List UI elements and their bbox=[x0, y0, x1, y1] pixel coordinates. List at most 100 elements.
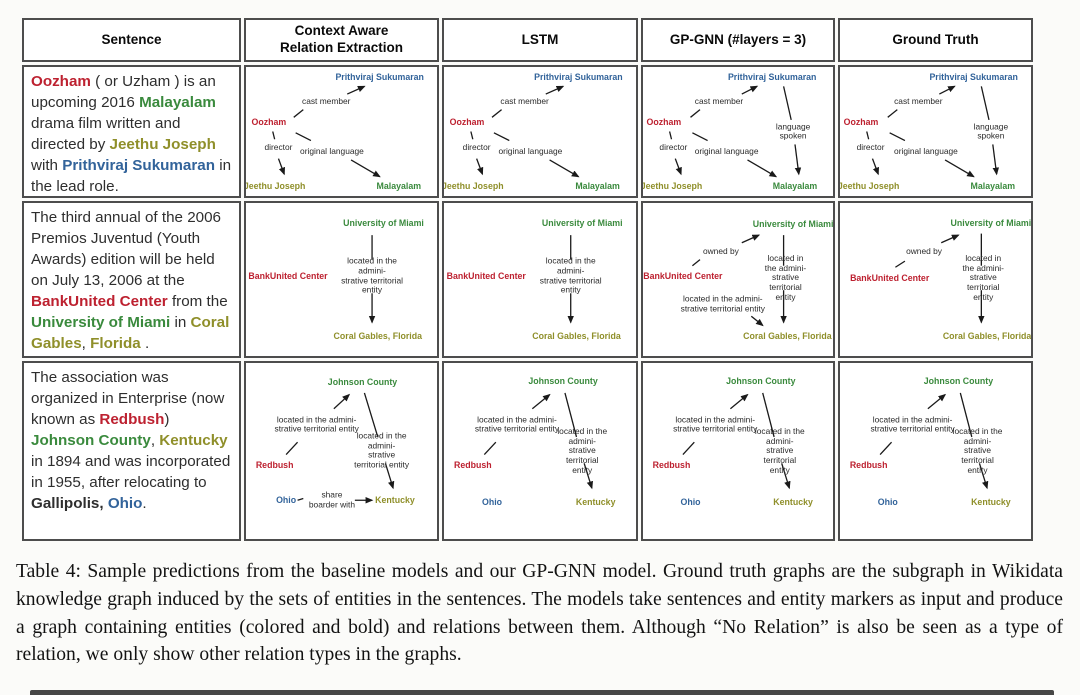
relation-edges bbox=[368, 235, 376, 324]
column-header-sentence: Sentence bbox=[22, 18, 241, 62]
relation-label: located in the admini- strative territor… bbox=[474, 413, 560, 434]
relation-label: located in the admini- strative territor… bbox=[764, 252, 807, 302]
relation-edges bbox=[682, 392, 791, 490]
relation-edges bbox=[866, 85, 1000, 178]
relation-label: language spoken bbox=[775, 120, 811, 141]
sentence-text: ( or Uzham ) is an upcoming 2016 bbox=[31, 73, 216, 111]
figure-caption: Table 4: Sample predictions from the bas… bbox=[16, 561, 1063, 666]
relation-label: cast member bbox=[500, 96, 549, 106]
entity-node: Prithviraj Sukumaran bbox=[534, 72, 623, 83]
relation-label: cast member bbox=[302, 96, 351, 106]
sentence-text: with bbox=[31, 156, 63, 174]
sentence-text: in bbox=[170, 313, 191, 331]
relation-edges bbox=[668, 85, 802, 178]
relation-label: language spoken bbox=[973, 120, 1009, 141]
entity-mention: Jeethu Joseph bbox=[109, 135, 216, 153]
column-header-ground-truth: Ground Truth bbox=[838, 18, 1033, 62]
relation-label: located in the admini- strative territor… bbox=[952, 425, 1003, 475]
entity-mention: Prithviraj Sukumaran bbox=[62, 156, 216, 174]
relation-label: located in the admini- strative territor… bbox=[274, 413, 359, 434]
entity-mention: Ohio bbox=[107, 494, 143, 512]
entity-node: BankUnited Center bbox=[248, 271, 328, 282]
entity-node: Kentucky bbox=[971, 497, 1011, 508]
relation-label: original language bbox=[694, 146, 759, 157]
sentence-text: ) bbox=[164, 410, 170, 428]
relation-label: cast member bbox=[894, 96, 943, 106]
entity-mention: Kentucky bbox=[159, 431, 228, 449]
entity-node: Ohio bbox=[877, 497, 898, 508]
sentence-text: The association was organized in Enterpr… bbox=[31, 369, 225, 428]
entity-node: Redbush bbox=[255, 460, 294, 471]
relation-label: located in the admini- strative territor… bbox=[341, 256, 403, 296]
entity-node: University of Miami bbox=[950, 217, 1032, 228]
entity-node: Kentucky bbox=[773, 497, 813, 508]
relation-edges bbox=[691, 234, 787, 327]
relation-label: located in the admini- strative territor… bbox=[962, 252, 1004, 302]
sentence-cell-row1: Oozham ( or Uzham ) is an upcoming 2016 … bbox=[22, 65, 241, 198]
relation-edges bbox=[285, 392, 395, 504]
relation-edges bbox=[879, 392, 989, 490]
relation-label: share boarder with bbox=[308, 489, 355, 510]
relation-label: original language bbox=[894, 146, 958, 157]
relation-label: located in the admini- strative territor… bbox=[870, 413, 955, 434]
sentence-text: . bbox=[142, 494, 147, 512]
entity-node: BankUnited Center bbox=[850, 272, 930, 283]
entity-node: Oozham bbox=[449, 117, 485, 128]
entity-node: University of Miami bbox=[541, 217, 623, 228]
entity-node: Malayalam bbox=[970, 180, 1016, 191]
entity-mention: Malayalam bbox=[139, 93, 216, 111]
entity-mention: BankUnited Center bbox=[31, 292, 168, 310]
relation-label: located in the admini- strative territor… bbox=[557, 425, 608, 475]
entity-node: Ohio bbox=[481, 497, 503, 508]
entity-node: Coral Gables, Florida bbox=[333, 331, 423, 342]
entity-mention: Florida bbox=[90, 334, 141, 352]
sentence-text: The third annual of the 2006 Premios Juv… bbox=[31, 209, 221, 289]
sentence-cell-row2: The third annual of the 2006 Premios Juv… bbox=[22, 201, 241, 358]
column-header-gpgnn: GP-GNN (#layers = 3) bbox=[641, 18, 835, 62]
sentence-text: from the bbox=[167, 292, 228, 310]
entity-node: Johnson County bbox=[726, 375, 796, 386]
relation-label: located in the admini- strative territor… bbox=[680, 293, 765, 313]
entity-node: Johnson County bbox=[923, 375, 994, 386]
entity-node: Prithviraj Sukumaran bbox=[335, 72, 424, 83]
entity-node: Jeethu Joseph bbox=[442, 180, 504, 191]
column-header-lstm: LSTM bbox=[442, 18, 638, 62]
entity-node: Ohio bbox=[680, 497, 701, 508]
relation-label: located in the admini- strative territor… bbox=[354, 430, 410, 470]
entity-node: Johnson County bbox=[528, 375, 598, 386]
relation-label: original language bbox=[300, 146, 364, 157]
entity-node: Jeethu Joseph bbox=[641, 180, 703, 191]
relation-label: director bbox=[264, 142, 293, 153]
sentence-text: , bbox=[81, 334, 91, 352]
entity-node: Redbush bbox=[453, 460, 492, 471]
column-header-context-aware: Context Aware Relation Extraction bbox=[244, 18, 439, 62]
entity-node: BankUnited Center bbox=[643, 271, 723, 282]
relation-label: located in the admini- strative territor… bbox=[754, 425, 805, 475]
entity-node: University of Miami bbox=[752, 219, 834, 230]
entity-node: Redbush bbox=[652, 460, 691, 471]
relation-edges bbox=[272, 85, 381, 178]
entity-node: Malayalam bbox=[772, 180, 818, 191]
relation-edges bbox=[895, 233, 985, 324]
relation-label: owned by bbox=[906, 246, 942, 257]
relation-label: located in the admini- strative territor… bbox=[539, 256, 602, 296]
entity-mention: Oozham bbox=[31, 73, 91, 90]
sentence-text: drama film written and directed by bbox=[31, 114, 181, 153]
results-table: Sentence Context Aware Relation Extracti… bbox=[22, 18, 1080, 541]
paper-figure-page: Sentence Context Aware Relation Extracti… bbox=[0, 18, 1080, 695]
entity-node: Oozham bbox=[843, 117, 879, 128]
relation-edges bbox=[470, 85, 580, 178]
entity-node: Coral Gables, Florida bbox=[743, 331, 832, 342]
relation-label: original language bbox=[498, 146, 563, 157]
entity-node: Malayalam bbox=[376, 180, 422, 191]
entity-node: BankUnited Center bbox=[446, 271, 526, 282]
